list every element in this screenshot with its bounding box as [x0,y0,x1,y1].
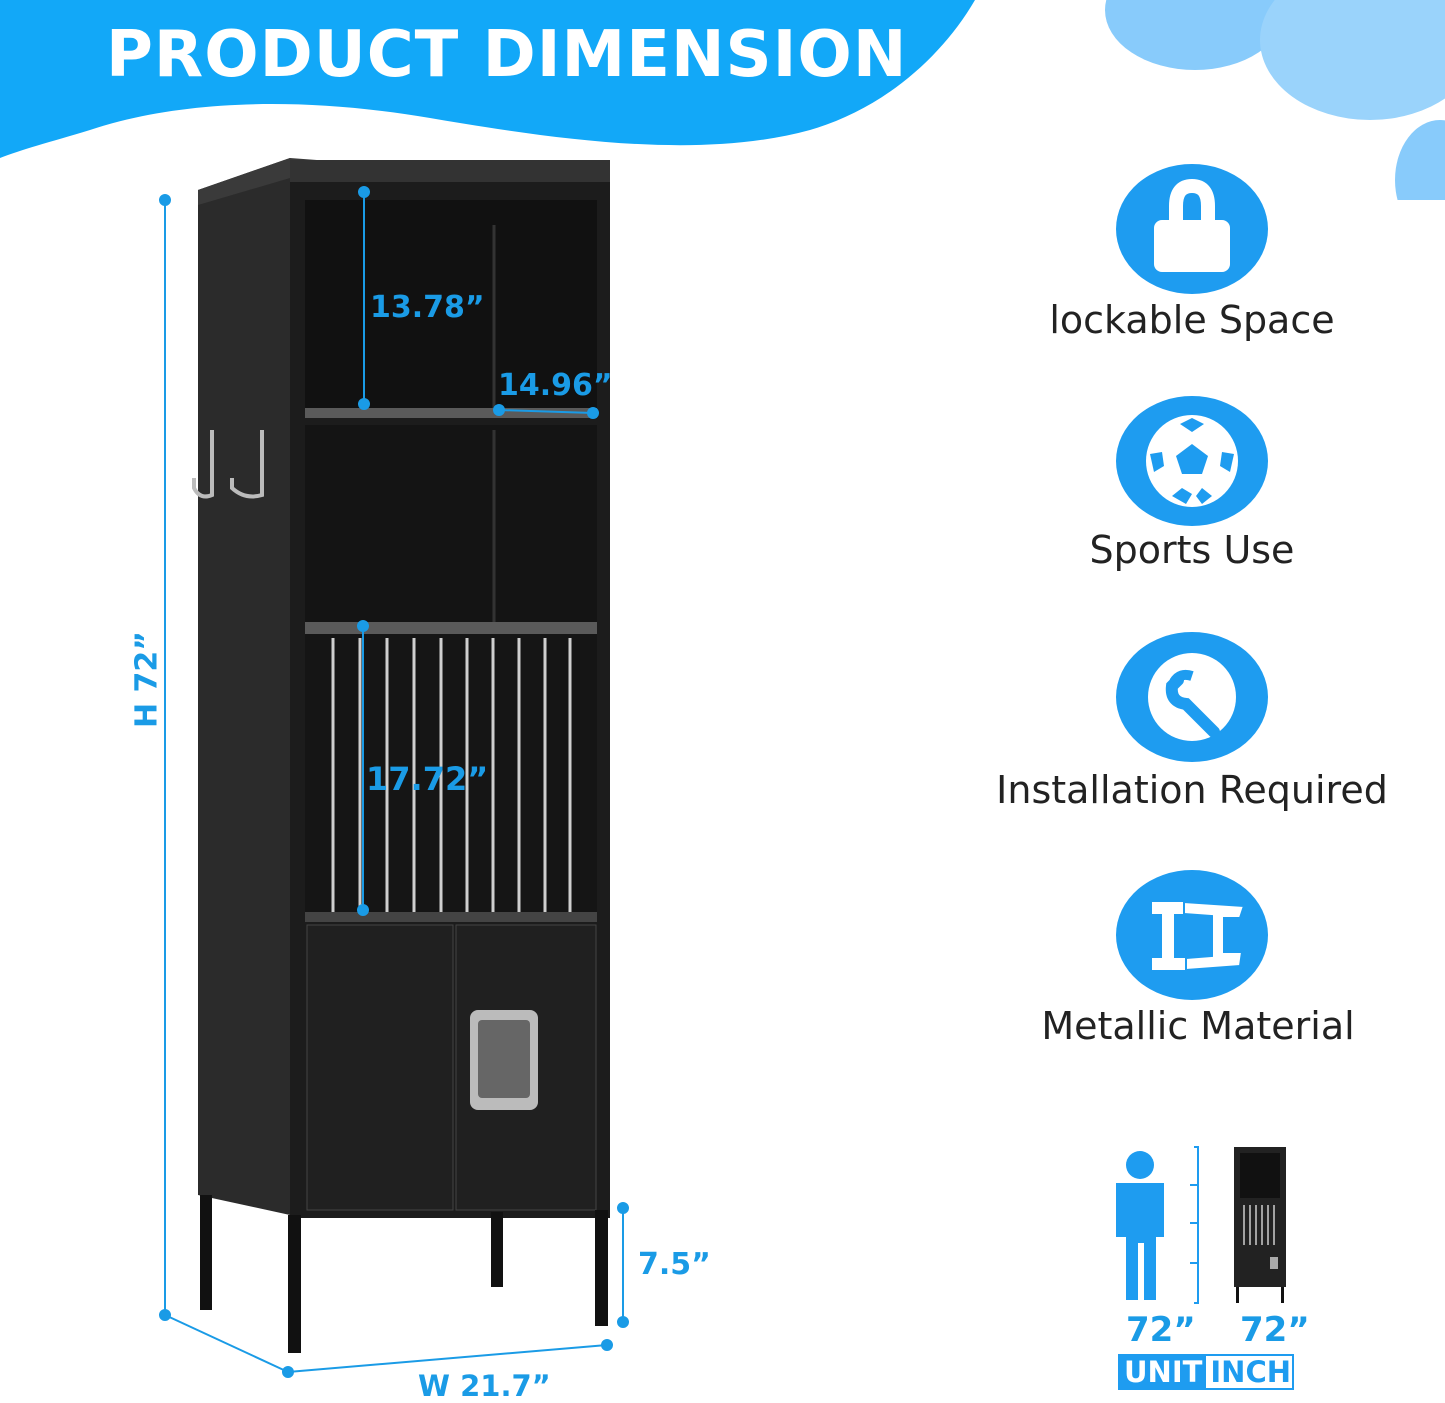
cabinet-illustration [159,158,629,1378]
i-beam-icon [1116,870,1268,1000]
person-silhouette-icon [1116,1146,1199,1304]
feature-label: Sports Use [1089,528,1295,572]
height-dimension: H 72” [129,630,165,729]
lock-icon [1116,164,1268,294]
unit-badge: UNIT INCH [1118,1354,1294,1390]
feature-label: lockable Space [1049,298,1335,342]
header-banner [0,0,1445,200]
feature-label: Installation Required [996,768,1388,812]
cabinet-height-label: 72” [1240,1310,1310,1350]
unit-label: UNIT [1120,1356,1207,1388]
cabinet-thumbnail [1234,1147,1286,1303]
shelf-width-dimension: 14.96” [498,368,613,403]
rack-height-dimension: 17.72” [366,760,489,798]
top-shelf-dimension: 13.78” [370,290,485,325]
person-height-label: 72” [1126,1310,1196,1350]
wrench-icon [1116,632,1268,762]
width-dimension: W 21.7” [418,1369,551,1403]
feature-label: Metallic Material [1041,1004,1355,1048]
unit-value: INCH [1210,1355,1292,1389]
page-title: PRODUCT DIMENSION [106,18,908,92]
leg-height-dimension: 7.5” [638,1247,711,1282]
soccer-ball-icon [1116,396,1268,526]
